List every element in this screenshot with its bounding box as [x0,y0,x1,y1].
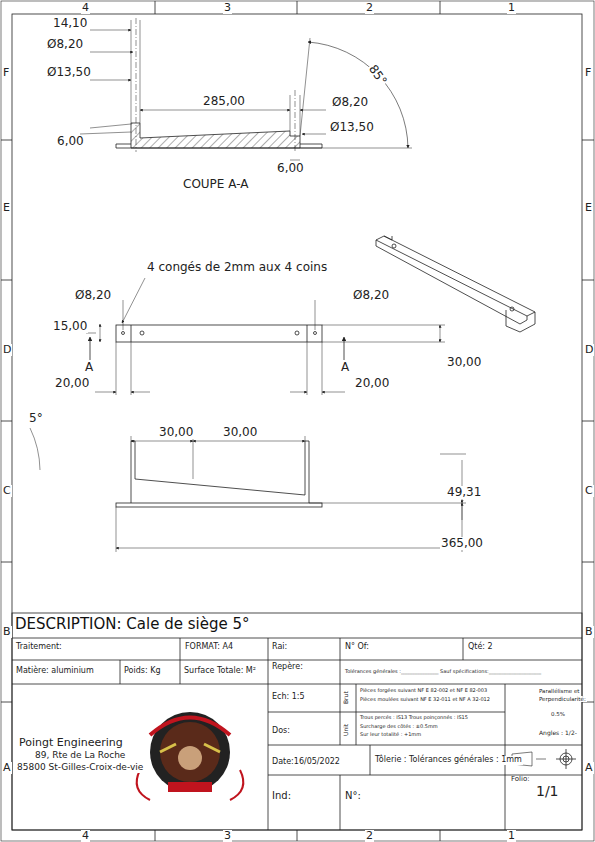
title-block-cell: Surface Totale: M² [183,667,257,676]
grid-ref: F [2,67,10,79]
grid-ref: 3 [223,2,232,14]
grid-ref: F [584,67,592,79]
dimension: Ø8,20 [46,38,84,51]
title-block-cell: FORMAT: A4 [184,643,234,652]
grid-ref: 2 [365,830,374,842]
grid-ref: A [584,762,594,774]
company-logo [137,712,244,800]
dimension: 30,00 [222,426,258,439]
grid-ref: 2 [365,2,374,14]
grid-ref: D [584,344,594,356]
dimension: Ø13,50 [329,121,375,134]
title-block-cell: Repère: [271,663,304,672]
title-block-cell: Perpendicularité: [538,696,587,702]
title-block-cell: Sur leur totalité : +1mm [359,732,422,738]
title-block-cell: Pièces moulées suivant NF E 32-011 et NF… [359,697,491,703]
title-block-cell: N°: [344,790,362,801]
title-block-cell: Matière: aluminium [15,667,95,676]
title-block-cell: Ech: 1:5 [271,693,306,702]
grid-ref: 3 [223,830,232,842]
grid-ref: 1 [507,2,516,14]
dimension: 6,00 [276,162,305,175]
grid-ref: B [584,626,594,638]
title-block-cell: Tolérances générales :_______________ Sa… [344,669,542,675]
title-block-cell: Qté: 2 [467,643,494,652]
title-block-cell: Unit [343,723,350,737]
grid-ref: D [2,344,12,356]
company-address: 85800 St-Gilles-Croix-de-vie [16,763,144,773]
title-block-cell: Date:16/05/2022 [271,758,341,767]
dimension: Ø8,20 [352,289,390,302]
title-block-cell: N° Of: [344,643,370,652]
grid-ref: E [584,202,593,214]
grid-ref: 1 [507,830,516,842]
grid-ref: 4 [81,2,90,14]
title-block-cell: Trous percés : IS13 Trous poinçonnés : I… [359,715,469,721]
dimension: Ø8,20 [74,289,112,302]
title-text: DESCRIPTION: Cale de siège 5° [14,616,250,633]
view-title: COUPE A-A [182,178,249,191]
grid-ref: C [584,485,594,497]
dimension: Ø13,50 [46,66,92,79]
dimension: Ø8,20 [331,96,369,109]
grid-ref: B [2,626,12,638]
title-block-cell: Dos: [271,727,291,736]
title-block-cell: Pièces forgées suivant NF E 82-002 et NF… [359,688,488,694]
title-block-cell: Angles : 1/2- [538,730,578,737]
folio-number: 1/1 [535,784,560,799]
section-mark: A [84,361,94,374]
grid-ref: A [2,762,12,774]
dimension: 6,00 [56,135,85,148]
dimension: 365,00 [440,537,484,550]
title-block-cell: Tôlerie : Tolérances générales : 1mm [374,756,523,765]
grid-ref: 4 [81,830,90,842]
dimension: 15,00 [52,320,88,333]
title-block-cell: 0.5% [550,711,566,717]
dimension: 5° [28,412,44,425]
section-mark: A [340,361,350,374]
title-block-cell: Folio: [510,776,531,784]
title-block-cell: Rai: [271,643,288,652]
company-address: 89, Rte de La Roche [34,751,126,761]
dimension: 14,10 [52,17,88,30]
dimension: 285,00 [202,95,246,108]
title-block-cell: Poids: Kg [123,667,161,676]
dimension: 49,31 [446,486,482,499]
title-block-cell: Parallélisme et [538,688,580,694]
grid-ref: C [2,485,12,497]
company-name: Poingt Engineering [18,737,124,749]
note: 4 congés de 2mm aux 4 coins [146,261,328,274]
title-block-cell: Traitement: [15,643,63,652]
dimension: 20,00 [54,377,90,390]
dimension: 20,00 [354,377,390,390]
dimension: 30,00 [158,426,194,439]
title-block-cell: Ind: [271,790,292,801]
title-block-cell: Surcharge des côtés : ±0.5mm [359,724,439,730]
dimension: 85° [365,62,389,89]
title-block-cell: Brut [343,690,350,705]
grid-ref: E [2,202,11,214]
dimension: 30,00 [446,356,482,369]
